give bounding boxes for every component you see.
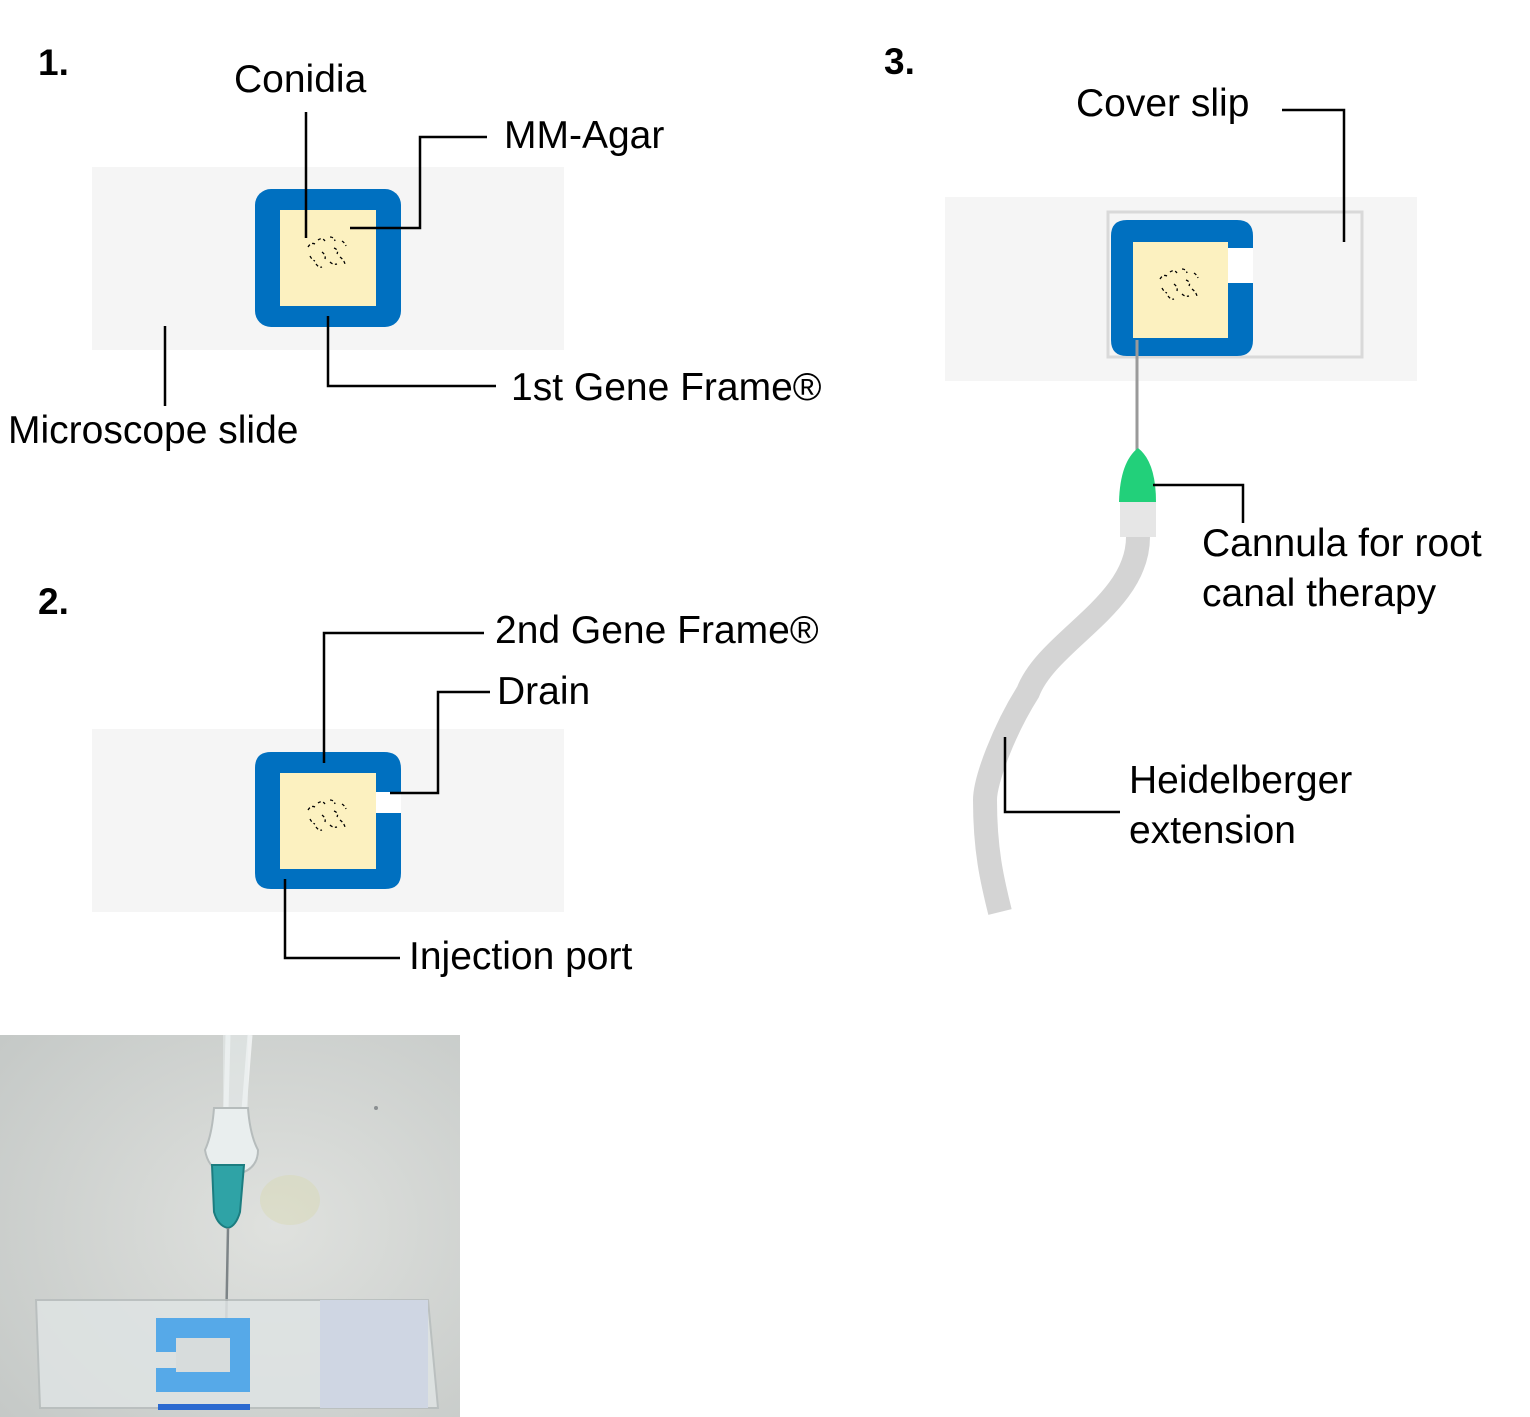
cannula-hub [1119,448,1156,502]
mm-agar-pad-2 [280,773,376,869]
injection-port-label: Injection port [409,935,632,978]
cover-slip-label: Cover slip [1076,82,1249,125]
cannula-label-line2: canal therapy [1202,572,1437,615]
setup-photo [0,1034,460,1417]
step-1-label: 1. [38,42,69,83]
extension-label-line2: extension [1129,809,1296,852]
conidia-marks-2 [307,799,347,831]
microscope-slide-label: Microscope slide [8,409,298,452]
frame-1-leader [326,316,496,388]
panel-3: 3. Cover slip Cannula for root canal the… [884,41,1482,915]
step-2-label: 2. [38,581,69,622]
gene-frame-2-label: 2nd Gene Frame® [495,609,819,652]
photo-speck [374,1106,378,1110]
cover-slip [1106,210,1364,359]
step-3-label: 3. [884,41,915,82]
conidia-label: Conidia [234,58,367,101]
mm-agar-pad-3 [1133,242,1228,338]
photo-gene-frame [156,1318,250,1392]
photo-tubing-body [223,1035,248,1113]
drain-gap [376,792,401,813]
photo-reflection [260,1175,320,1225]
drain-label: Drain [497,670,590,713]
gene-frame-1-open-3 [1111,220,1253,356]
cannula-connector [1120,502,1156,537]
conidia-marks [307,236,347,268]
mm-agar-label: MM-Agar [504,114,664,157]
photo-agar-pad [176,1338,230,1372]
agar-leader [350,135,487,230]
panel-1: 1. Conidia MM-Agar 1st Gene Frame® Micro… [8,42,822,452]
port-leader [283,879,400,960]
drain-gap-3 [1228,248,1253,283]
photo-slide-label-area [320,1300,428,1408]
mm-agar-pad [280,210,376,306]
photo-frame-edge [158,1404,250,1410]
extension-leader [1003,737,1120,814]
extension-label-line1: Heidelberger [1129,759,1352,802]
cannula-label-line1: Cannula for root [1202,522,1482,565]
gene-frame-2-3 [1139,283,1253,356]
panel-2: 2. 2nd Gene Frame® Drain Injection port [38,581,819,978]
gene-frame-1-open [255,752,401,889]
drain-leader [390,690,490,795]
frame-2-leader [322,631,484,763]
cannula-leader [1153,483,1245,523]
heidelberger-extension [972,536,1150,915]
cover-slip-leader [1282,108,1346,242]
gene-frame-1-label: 1st Gene Frame® [511,366,822,409]
gene-frame-2 [289,813,401,889]
photo-cannula-hub [210,1164,246,1230]
conidia-marks-3 [1159,268,1199,300]
